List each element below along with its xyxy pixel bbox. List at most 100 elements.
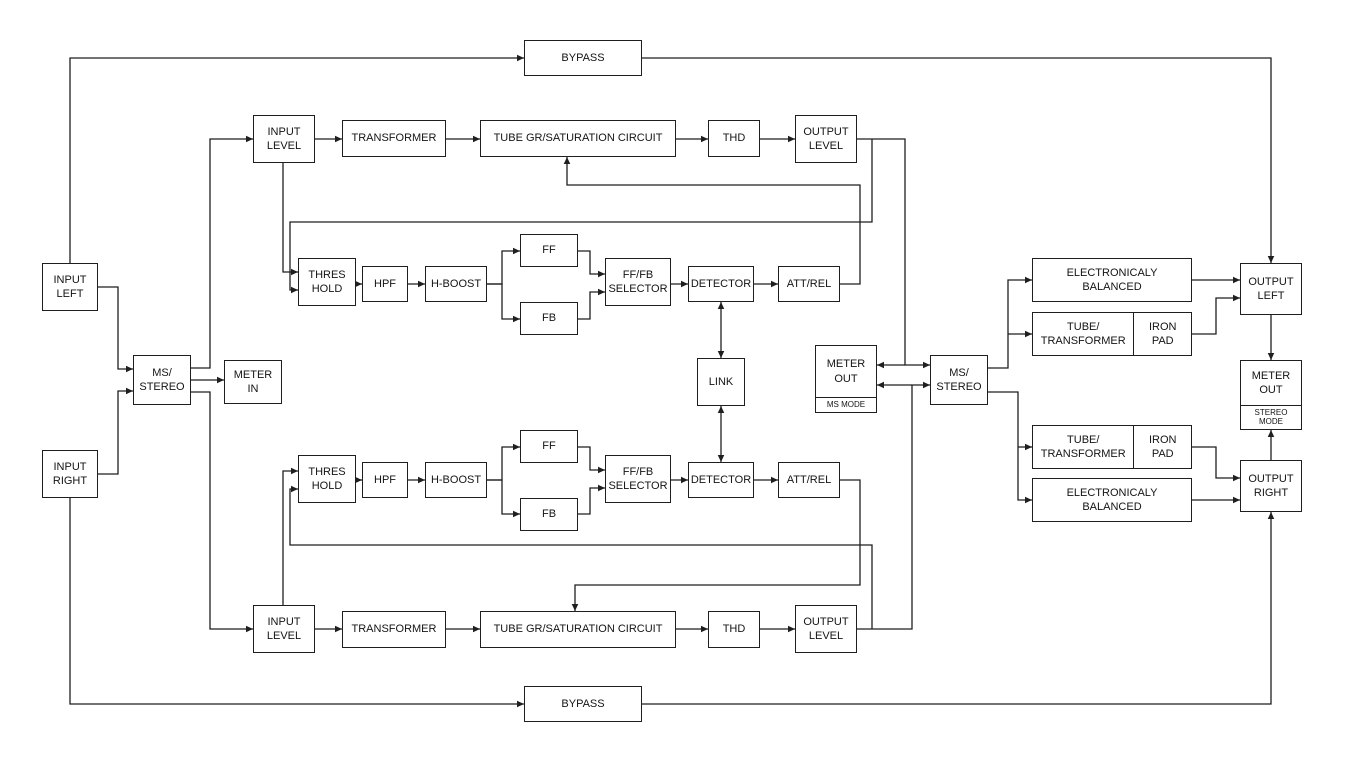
tube-iron-bottom-box: TUBE/ TRANSFORMER IRON PAD xyxy=(1032,425,1192,469)
ff-bottom-box: FF xyxy=(520,430,578,463)
wire-msstereo-to-input-level-bottom xyxy=(191,391,253,633)
input-right-label-line2: RIGHT xyxy=(52,475,88,487)
output-level-top-box: OUTPUT LEVEL xyxy=(795,115,857,163)
wire-attrel-control-to-tube-top xyxy=(563,157,861,285)
wire-msstereo-to-input-level-top xyxy=(191,135,253,369)
tube-transformer-top-label-line2: TRANSFORMER xyxy=(1040,335,1126,347)
ms-stereo-out-label-line2: STEREO xyxy=(936,381,982,393)
link-label: LINK xyxy=(708,375,734,388)
bypass-bottom-box: BYPASS xyxy=(524,686,642,722)
bypass-bottom-label: BYPASS xyxy=(561,697,605,710)
hboost-top-label: H-BOOST xyxy=(430,277,482,290)
output-level-bottom-box: OUTPUT LEVEL xyxy=(795,605,857,653)
bypass-top-label: BYPASS xyxy=(561,51,605,64)
hboost-bottom-label: H-BOOST xyxy=(430,473,482,486)
wire-fb-to-selector-top xyxy=(578,288,605,320)
ms-stereo-in-label-line1: MS/ xyxy=(152,366,172,379)
iron-pad-bottom-cell: IRON PAD xyxy=(1134,426,1191,468)
wire-hboost-to-fb-top xyxy=(487,283,520,323)
meter-out-ms-mode: MS MODE xyxy=(816,397,876,412)
wire-bypass-bottom-to-output-right xyxy=(642,512,1275,705)
wire-input-tap-to-threshold-top xyxy=(282,163,298,276)
wire-hboost-to-ff-bottom xyxy=(487,443,520,481)
elec-balanced-top-label-line1: ELECTRONICALY xyxy=(1066,266,1158,279)
wire-tubeiron-to-output-right xyxy=(1192,446,1240,482)
hboost-top-box: H-BOOST xyxy=(425,266,487,302)
wire-output-level-to-msstereo-top xyxy=(857,138,930,369)
wire-input-tap-to-threshold-bottom xyxy=(282,467,298,605)
detector-top-box: DETECTOR xyxy=(688,266,754,302)
meter-out-stereo-mode-line2: MODE xyxy=(1259,417,1283,427)
thd-top-label: THD xyxy=(722,132,746,145)
output-level-top-label-line2: LEVEL xyxy=(808,140,844,152)
output-left-label-line2: LEFT xyxy=(1257,290,1285,302)
threshold-top-label-line2: HOLD xyxy=(311,283,343,295)
wire-input-left-to-bypass-top xyxy=(69,54,524,263)
wire-feedback-tap-to-threshold-bottom xyxy=(289,485,873,629)
input-level-top-label-line2: LEVEL xyxy=(266,140,302,152)
fb-top-box: FB xyxy=(520,302,578,335)
ms-stereo-in-box: MS/ STEREO xyxy=(133,355,191,405)
wire-msstereo-to-elecbal-top xyxy=(988,276,1032,369)
wire-hboost-to-ff-top xyxy=(487,247,520,285)
detector-top-label: DETECTOR xyxy=(690,277,752,290)
meter-out-stereo-box: METER OUT STEREO MODE xyxy=(1240,360,1302,430)
meter-in-label-line2: IN xyxy=(247,383,259,395)
fb-top-label: FB xyxy=(541,312,557,325)
detector-bottom-box: DETECTOR xyxy=(688,462,754,498)
meter-out-ms-label-line1: METER xyxy=(826,358,866,371)
transformer-bottom-label: TRANSFORMER xyxy=(351,623,437,636)
tube-circuit-top-box: TUBE GR/SATURATION CIRCUIT xyxy=(480,120,676,157)
attrel-top-label: ATT/REL xyxy=(786,277,832,290)
input-right-label-line1: INPUT xyxy=(53,460,87,473)
wire-output-level-to-msstereo-bottom xyxy=(857,381,930,630)
meter-out-stereo-mode: STEREO MODE xyxy=(1241,404,1301,429)
wire-tubeiron-to-output-left xyxy=(1192,294,1240,335)
output-right-label-line1: OUTPUT xyxy=(1248,472,1294,485)
wire-feedback-tap-to-threshold-top xyxy=(289,139,873,294)
output-level-bottom-label-line1: OUTPUT xyxy=(803,615,849,628)
input-left-label-line2: LEFT xyxy=(56,288,84,300)
thd-top-box: THD xyxy=(708,120,760,157)
meter-out-stereo-label-line1: METER xyxy=(1251,369,1291,382)
meter-out-stereo-label-line2: OUT xyxy=(1259,383,1283,396)
tube-transformer-bottom-cell: TUBE/ TRANSFORMER xyxy=(1033,426,1135,468)
attrel-bottom-label: ATT/REL xyxy=(786,473,832,486)
tube-circuit-bottom-box: TUBE GR/SATURATION CIRCUIT xyxy=(480,611,676,648)
fffb-selector-top-label-line1: FF/FB xyxy=(622,268,654,281)
wire-bypass-top-to-output-left xyxy=(642,57,1275,263)
meter-out-ms-box: METER OUT MS MODE xyxy=(815,345,877,413)
fffb-selector-bottom-box: FF/FB SELECTOR xyxy=(605,455,671,503)
tube-iron-top-box: TUBE/ TRANSFORMER IRON PAD xyxy=(1032,312,1192,356)
wire-msstereo-to-elecbal-bottom xyxy=(988,391,1032,504)
attrel-top-box: ATT/REL xyxy=(778,266,840,302)
iron-pad-bottom-label-line2: PAD xyxy=(1151,448,1174,460)
meter-in-label-line1: METER xyxy=(233,368,273,381)
wire-input-right-to-bypass-bottom xyxy=(69,498,524,708)
tube-transformer-bottom-label-line2: TRANSFORMER xyxy=(1040,448,1126,460)
ff-top-label: FF xyxy=(542,244,556,257)
wire-ff-to-selector-top xyxy=(578,250,605,278)
elec-balanced-bottom-label-line2: BALANCED xyxy=(1082,501,1142,513)
iron-pad-bottom-label-line1: IRON xyxy=(1148,433,1177,446)
fffb-selector-bottom-label-line2: SELECTOR xyxy=(608,480,668,492)
meter-out-stereo-main: METER OUT xyxy=(1241,361,1301,405)
fb-bottom-label: FB xyxy=(541,508,557,521)
threshold-top-box: THRES HOLD xyxy=(298,258,356,306)
detector-bottom-label: DETECTOR xyxy=(690,473,752,486)
input-level-bottom-label-line1: INPUT xyxy=(267,615,301,628)
wire-attrel-control-to-tube-bottom xyxy=(571,479,861,611)
thd-bottom-label: THD xyxy=(722,623,746,636)
output-left-label-line1: OUTPUT xyxy=(1248,275,1294,288)
ff-bottom-label: FF xyxy=(542,440,556,453)
input-level-top-label-line1: INPUT xyxy=(267,125,301,138)
meter-out-ms-mode-label: MS MODE xyxy=(826,400,866,410)
output-right-label-line2: RIGHT xyxy=(1253,487,1289,499)
threshold-top-label-line1: THRES xyxy=(308,268,346,281)
input-left-label-line1: INPUT xyxy=(53,273,87,286)
output-level-top-label-line1: OUTPUT xyxy=(803,125,849,138)
tube-circuit-bottom-label: TUBE GR/SATURATION CIRCUIT xyxy=(493,623,663,636)
input-right-box: INPUT RIGHT xyxy=(42,450,98,498)
